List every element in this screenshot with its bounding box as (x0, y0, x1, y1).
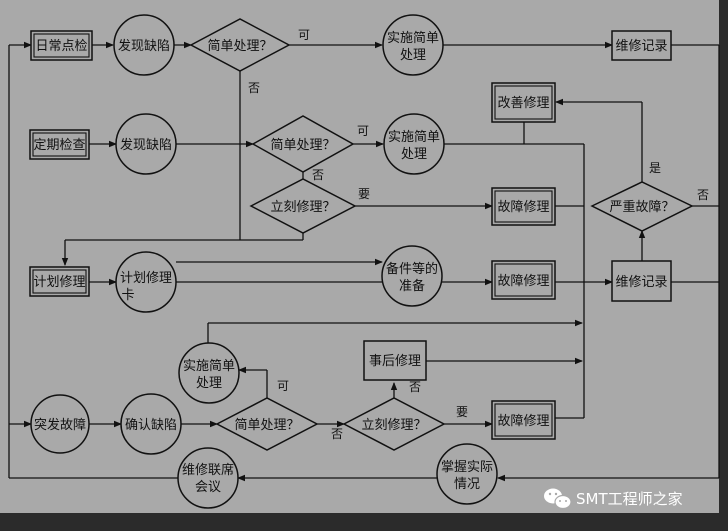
spare-parts-line2: 准备 (399, 278, 425, 294)
spare-parts-line1: 备件等的 (386, 261, 438, 277)
plan-card-line1: 计划修理 (120, 271, 172, 286)
decision-simple-3: 简单处理？ (215, 397, 319, 451)
find-defect-2-label: 发现缺陷 (120, 137, 172, 153)
decision-simple-2: 简单处理？ (251, 115, 355, 173)
fault-repair-2-label: 故障修理 (497, 274, 549, 289)
label-no-3: 否 (331, 427, 343, 441)
label-no-1: 否 (248, 81, 260, 95)
decision-simple-3-label: 简单处理？ (234, 417, 299, 433)
label-yes-1: 可 (298, 28, 310, 42)
improvement-repair-label: 改善修理 (497, 95, 549, 111)
decision-simple-1-label: 简单处理？ (207, 38, 272, 54)
label-no-serious: 否 (697, 188, 709, 202)
maintenance-meeting-line2: 会议 (195, 480, 221, 495)
node-maintenance-record-1: 维修记录 (611, 30, 672, 61)
node-find-defect-2: 发现缺陷 (115, 113, 177, 175)
node-grasp-situation: 掌握实际 情况 (436, 443, 498, 505)
node-maintenance-meeting: 维修联席 会议 (177, 447, 239, 509)
grasp-situation-line1: 掌握实际 (441, 460, 493, 475)
maintenance-record-2-label: 维修记录 (615, 275, 667, 290)
wechat-icon (544, 488, 572, 510)
node-impl-simple-3: 实施简单 处理 (178, 342, 240, 404)
label-no-4: 否 (409, 380, 421, 394)
label-yao-1: 要 (358, 187, 370, 201)
decision-immediate-1-label: 立刻修理？ (270, 200, 335, 215)
daily-inspection-label: 日常点检 (35, 39, 87, 54)
periodic-inspection-label: 定期检查 (33, 138, 85, 153)
impl-simple-3-line1: 实施简单 (183, 358, 235, 374)
node-confirm-defect: 确认缺陷 (120, 393, 182, 455)
maintenance-meeting-line1: 维修联席 (182, 462, 234, 478)
node-fault-repair-3: 故障修理 (491, 400, 556, 440)
diagram-background (0, 0, 719, 513)
node-improvement-repair: 改善修理 (491, 82, 556, 123)
node-impl-simple-2: 实施简单 处理 (383, 113, 445, 175)
confirm-defect-label: 确认缺陷 (125, 418, 177, 433)
node-daily-inspection: 日常点检 (30, 30, 93, 61)
node-fault-repair-2: 故障修理 (491, 260, 556, 300)
decision-immediate-2-label: 立刻修理？ (361, 418, 426, 433)
node-planned-repair: 计划修理 (29, 266, 90, 297)
node-spare-parts: 备件等的 准备 (381, 245, 443, 307)
label-yes-3: 可 (277, 379, 289, 393)
decision-serious-failure-label: 严重故障？ (609, 199, 674, 215)
label-shi: 是 (649, 161, 661, 175)
node-sudden-failure: 突发故障 (30, 394, 90, 454)
edge-labels: 可 否 可 否 要 是 否 可 否 否 要 (248, 28, 709, 441)
node-periodic-inspection: 定期检查 (29, 129, 90, 160)
watermark-text: SMT工程师之家 (576, 490, 683, 508)
node-plan-card: 计划修理 卡 (115, 251, 177, 313)
after-repair-label: 事后修理 (369, 354, 421, 369)
decision-serious-failure: 严重故障？ (590, 181, 694, 232)
sudden-failure-label: 突发故障 (34, 417, 86, 433)
impl-simple-2-line2: 处理 (401, 147, 427, 162)
maintenance-record-1-label: 维修记录 (615, 39, 667, 54)
fault-repair-1-label: 故障修理 (497, 200, 549, 215)
label-yao-2: 要 (456, 405, 468, 419)
decision-immediate-2: 立刻修理？ (342, 397, 446, 451)
impl-simple-3-line2: 处理 (196, 376, 222, 391)
label-yes-2: 可 (357, 124, 369, 138)
node-maintenance-record-2: 维修记录 (611, 260, 672, 302)
impl-simple-2-line1: 实施简单 (388, 129, 440, 145)
fault-repair-3-label: 故障修理 (497, 414, 549, 429)
impl-simple-1-line1: 实施简单 (387, 30, 439, 46)
watermark: SMT工程师之家 (544, 488, 683, 510)
decision-simple-1: 简单处理？ (189, 18, 291, 72)
node-fault-repair-1: 故障修理 (491, 187, 556, 226)
node-impl-simple-1: 实施简单 处理 (382, 14, 444, 76)
label-no-2: 否 (312, 168, 324, 182)
node-find-defect-1: 发现缺陷 (113, 14, 175, 76)
decision-simple-2-label: 简单处理？ (270, 137, 335, 153)
node-after-repair: 事后修理 (363, 340, 427, 381)
plan-card-line2: 卡 (121, 288, 134, 303)
decision-immediate-1: 立刻修理？ (249, 178, 357, 234)
planned-repair-label: 计划修理 (33, 275, 85, 290)
grasp-situation-line2: 情况 (454, 477, 480, 492)
impl-simple-1-line2: 处理 (400, 48, 426, 63)
find-defect-1-label: 发现缺陷 (118, 38, 170, 54)
